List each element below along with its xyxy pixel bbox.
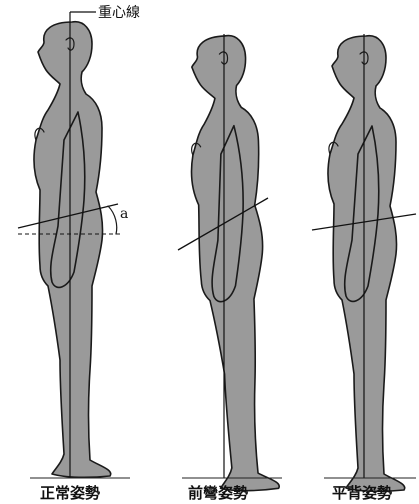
gravity-line-label: 重心線 xyxy=(98,5,140,21)
figure-flat-back-posture xyxy=(312,34,416,491)
angle-label: a xyxy=(120,206,128,222)
angle-arc xyxy=(108,206,117,234)
figure-lordotic-posture xyxy=(178,34,282,492)
caption-lordosis: 前彎姿勢 xyxy=(188,484,248,502)
figure-normal-posture: a xyxy=(18,12,130,478)
caption-normal: 正常姿勢 xyxy=(40,484,100,502)
caption-flat-back: 平背姿勢 xyxy=(332,484,392,502)
